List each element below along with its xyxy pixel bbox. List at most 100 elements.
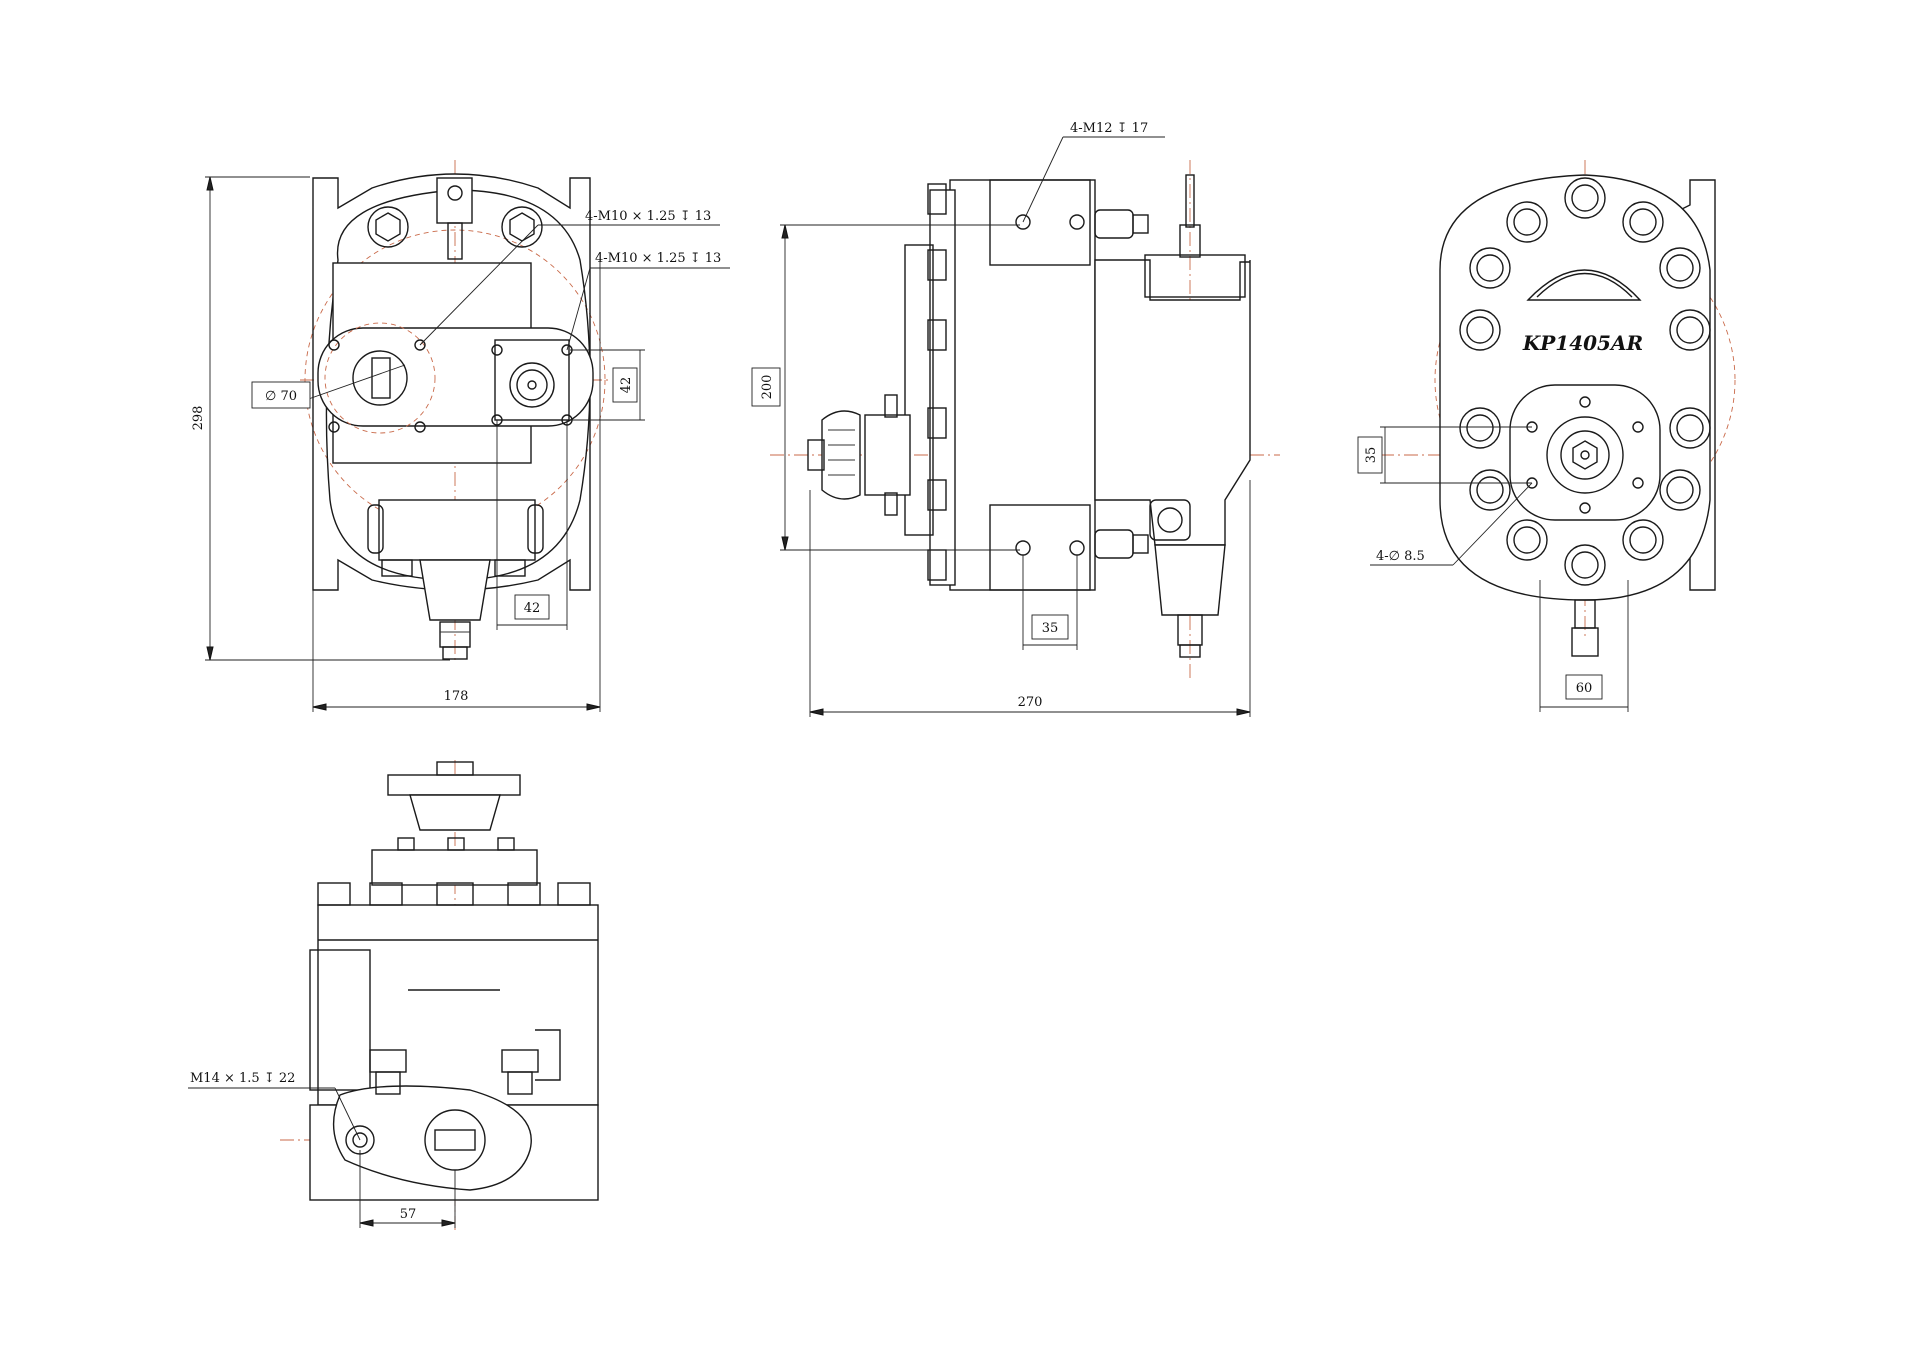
top-port-slot [434,1129,476,1151]
side-boss [1149,499,1191,541]
dim-arrow [586,703,601,711]
rear-plate-hole [1632,477,1644,489]
rear-center-plate [1509,384,1661,521]
dim-box [751,367,781,407]
dim-label-side-height: 200 [760,375,775,400]
front-right-port-ring [509,362,555,408]
front-bolt-hole [491,344,503,356]
top-small-nut [447,837,465,851]
top-cap-nut [436,761,474,776]
top-port-bolt-hole [352,1132,368,1148]
dim-label-shaft-offset: 35 [1364,447,1379,464]
side-upper-nut [1094,209,1134,239]
front-top-nut [367,206,409,248]
rear-bolt-inner [1629,208,1657,236]
top-port-flange [332,1085,532,1191]
dim-label-port-offset: 57 [400,1207,417,1222]
dim-arrow [206,646,214,661]
side-flange-bolt [927,249,947,281]
rear-bolt-inner [1513,208,1541,236]
dim-label-side-offset: 35 [1042,621,1059,636]
rear-model-label: KP1405AR [1522,331,1643,355]
side-top-port [1144,254,1246,298]
front-outlet [419,559,491,621]
rear-bolt [1469,247,1511,289]
rear-bolt-inner [1629,526,1657,554]
rear-bolt-inner [1466,414,1494,442]
rear-window [1526,269,1642,301]
top-internal-step [535,1029,561,1081]
dim-box [1357,436,1383,474]
dim-arrow [441,1219,456,1227]
rear-bolt [1459,407,1501,449]
leader-side-thread [1022,136,1064,223]
dim-box [514,594,550,620]
front-bolt-hole [328,339,340,351]
side-input-hub [864,414,911,496]
side-upper-nut-tip [1132,214,1149,234]
dim-arrow [781,224,789,239]
top-side-block [309,949,371,1091]
side-mount-hole [1069,214,1085,230]
hole-callout-rear: 4-∅ 8.5 [1376,549,1425,564]
side-upper-mount [989,179,1091,266]
front-view: 298 178 42 42 ∅ 70 4-M10 × 1.25 ↧ 13 4-M… [191,160,730,712]
top-small-nut [397,837,415,851]
front-flange-bolt-circle [324,322,436,434]
side-main-housing [949,179,1096,591]
front-top-nut [501,206,543,248]
side-outlet-tip [1179,644,1201,658]
side-mount-hole [1015,214,1031,230]
dim-arrow [312,703,327,711]
side-flange-plate [929,189,956,586]
front-right-port-center [527,380,537,390]
rear-bolt [1506,201,1548,243]
rear-center-hub [1560,430,1610,480]
side-view: 200 270 35 4-M12 ↧ 17 [751,121,1280,717]
front-right-port [494,339,570,421]
dim-label-port-width: 42 [524,601,541,616]
dim-arrow [206,176,214,191]
leader-thread-2 [566,267,591,351]
thread-callout-1: 4-M10 × 1.25 ↧ 13 [585,209,711,224]
front-outlet-tip [442,646,468,660]
rear-bolt [1659,247,1701,289]
rear-window-inner [1536,272,1633,298]
side-flange-bolt [927,407,947,439]
rear-bolt [1469,469,1511,511]
rear-bolt [1669,407,1711,449]
top-cap-body [409,794,501,831]
rear-center-pin [1580,450,1590,460]
front-right-port-bore [516,369,548,401]
dim-arrow [781,536,789,551]
dim-arrow [359,1219,374,1227]
front-shaft-eye-hole [447,185,463,201]
top-view: 57 M14 × 1.5 ↧ 22 [188,760,599,1230]
rear-bolt [1506,519,1548,561]
dim-label-flange-diameter: ∅ 70 [265,389,297,404]
front-lower-nut [494,559,526,577]
thread-callout-side: 4-M12 ↧ 17 [1070,121,1148,136]
front-port-key [371,357,391,399]
rear-bolt-inner [1676,316,1704,344]
side-rear-cover [904,244,934,536]
rear-plate-hole [1579,502,1591,514]
side-top-fitting [1179,224,1201,258]
rear-bolt [1622,519,1664,561]
thread-callout-2: 4-M10 × 1.25 ↧ 13 [595,251,721,266]
top-bolt [317,882,351,906]
rear-bolt-inner [1476,254,1504,282]
side-knob-nut [807,439,825,471]
dim-label-length: 270 [1018,695,1043,710]
side-lower-nut [1094,529,1134,559]
front-bolt-hole [414,339,426,351]
front-lower-block [378,499,536,561]
rear-bolt [1459,309,1501,351]
side-flange-bolt [927,319,947,351]
dim-label-height: 298 [191,406,206,431]
thread-callout-top: M14 × 1.5 ↧ 22 [190,1071,295,1086]
rear-bolt-inner [1571,551,1599,579]
top-lower-nut-tip [507,1071,533,1095]
side-hub-bolt [884,394,898,418]
